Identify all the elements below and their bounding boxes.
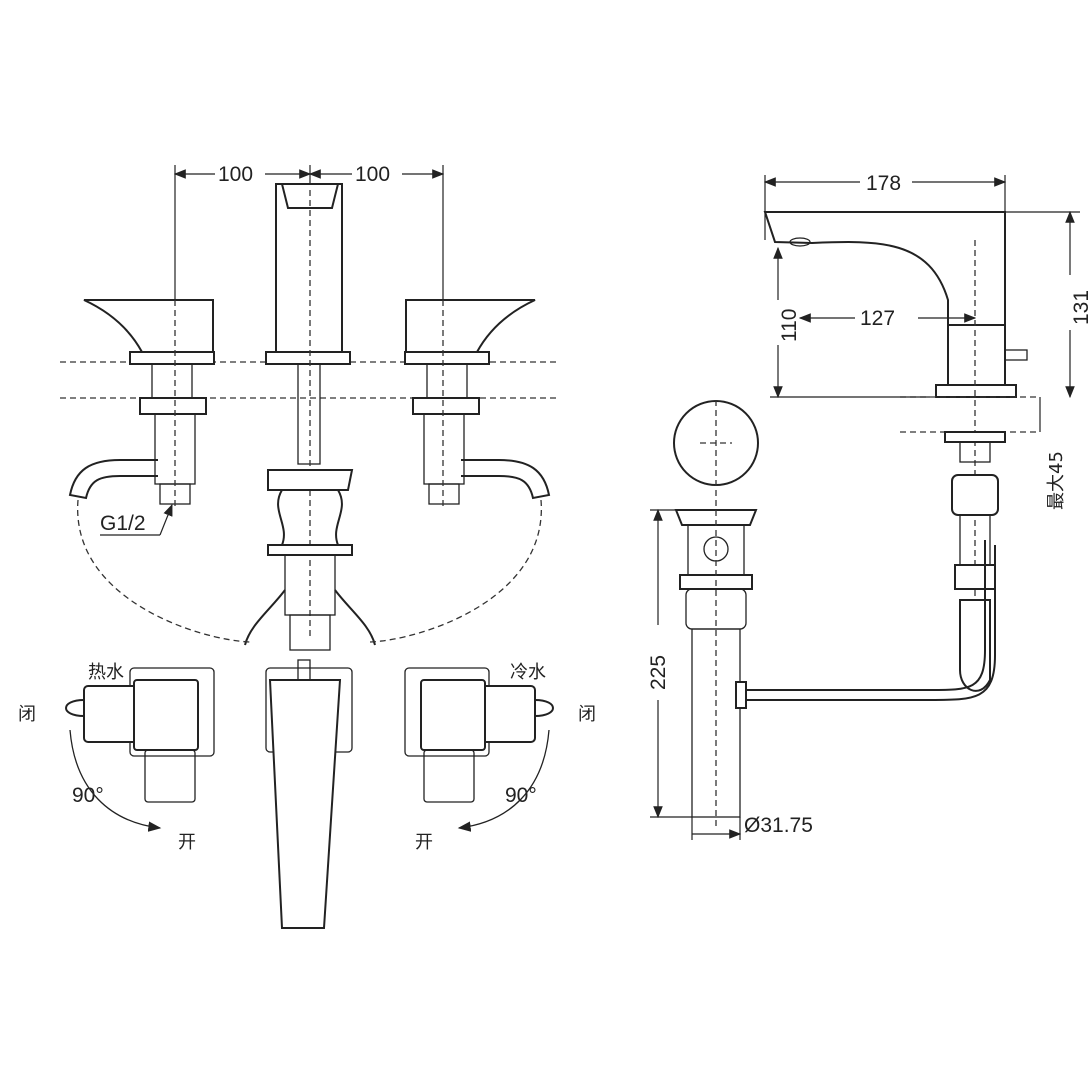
top-view: 热水 闭 90° 开 冷水 闭 90° 开 bbox=[18, 659, 596, 929]
hot-valve-front bbox=[68, 299, 215, 510]
label-hot-water: 热水 bbox=[88, 662, 124, 683]
cold-valve-front bbox=[404, 299, 551, 510]
side-view: 178 110 127 131 最大45 bbox=[745, 172, 1090, 701]
dim-total-height: 131 bbox=[1070, 290, 1090, 325]
label-close-right: 闭 bbox=[578, 704, 596, 725]
label-angle-right: 90° bbox=[505, 784, 537, 807]
dim-drain-diameter: Ø31.75 bbox=[744, 814, 813, 837]
dim-spout-length: 178 bbox=[866, 172, 901, 195]
label-open-right: 开 bbox=[415, 832, 433, 853]
dim-spout-reach: 127 bbox=[860, 307, 895, 330]
label-cold-water: 冷水 bbox=[510, 662, 546, 683]
dim-right-spacing: 100 bbox=[355, 163, 390, 186]
pop-up-drain: 225 Ø31.75 bbox=[647, 400, 813, 840]
label-angle-left: 90° bbox=[72, 784, 104, 807]
label-open-left: 开 bbox=[178, 832, 196, 853]
dim-inlet-thread: G1/2 bbox=[100, 512, 146, 535]
spacing-dimension: 100 100 bbox=[173, 163, 445, 300]
dim-left-spacing: 100 bbox=[218, 163, 253, 186]
spout-front bbox=[244, 183, 376, 651]
dim-drain-length: 225 bbox=[647, 655, 670, 690]
front-view: 100 100 bbox=[60, 163, 560, 651]
label-close-left: 闭 bbox=[18, 704, 36, 725]
dim-spout-height: 110 bbox=[778, 309, 801, 342]
dim-max-deck-thickness: 最大45 bbox=[1046, 451, 1067, 510]
